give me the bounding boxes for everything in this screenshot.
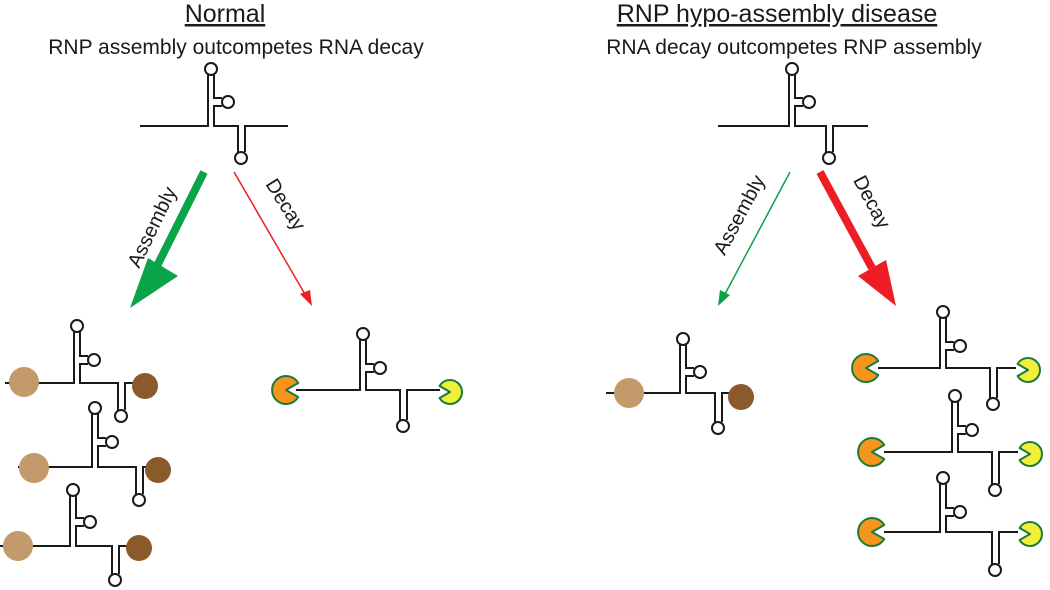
disease-decay-arrow [816, 170, 896, 306]
normal-decay-arrow [233, 171, 312, 306]
disease-decaying-rna-2 [857, 389, 1043, 497]
normal-source-rna-icon [140, 62, 288, 165]
5prime-exonuclease-icon [857, 437, 886, 467]
5prime-exonuclease-icon [271, 375, 300, 405]
normal-decaying-rna [271, 327, 463, 433]
disease-panel: RNP hypo-assembly disease RNA decay outc… [606, 0, 1043, 577]
normal-assembled-rnp-1 [5, 319, 158, 423]
3prime-protein-icon [728, 384, 754, 410]
normal-decay-label: Decay [261, 175, 310, 235]
normal-assembly-arrow [130, 170, 208, 308]
disease-assembly-label: Assembly [710, 172, 770, 259]
disease-decay-label: Decay [848, 172, 894, 232]
normal-panel: Normal RNP assembly outcompetes RNA deca… [0, 0, 463, 587]
5prime-protein-icon [614, 378, 644, 408]
3prime-exonuclease-icon [438, 379, 463, 405]
disease-decaying-rna-3 [857, 471, 1043, 577]
3prime-exonuclease-icon [1018, 441, 1043, 467]
disease-assembly-arrow [718, 171, 791, 306]
disease-decaying-rna-1 [851, 305, 1041, 411]
disease-subtitle: RNA decay outcompetes RNP assembly [606, 36, 982, 59]
normal-assembled-rnp-3 [0, 483, 152, 587]
5prime-exonuclease-icon [851, 353, 880, 383]
disease-source-rna-icon [718, 62, 868, 165]
disease-assembled-rnp [606, 332, 754, 435]
normal-title: Normal [185, 0, 266, 28]
5prime-protein-icon [9, 367, 39, 397]
3prime-protein-icon [132, 373, 158, 399]
disease-title: RNP hypo-assembly disease [617, 0, 938, 28]
3prime-protein-icon [145, 457, 171, 483]
3prime-exonuclease-icon [1016, 357, 1041, 383]
5prime-protein-icon [3, 531, 33, 561]
5prime-protein-icon [19, 453, 49, 483]
3prime-exonuclease-icon [1018, 521, 1043, 547]
normal-subtitle: RNP assembly outcompetes RNA decay [48, 36, 424, 59]
3prime-protein-icon [126, 535, 152, 561]
normal-assembled-rnp-2 [18, 401, 171, 507]
5prime-exonuclease-icon [857, 517, 886, 547]
